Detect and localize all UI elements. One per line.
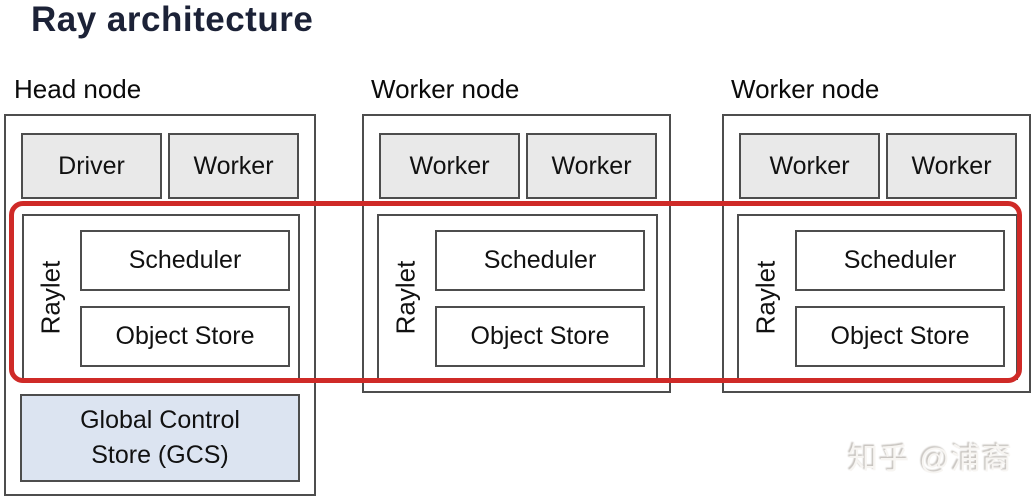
worker-node-1-box: Worker Worker Raylet Scheduler Object St…: [362, 114, 671, 393]
worker-process-box: Worker: [739, 133, 880, 199]
page-title: Ray architecture: [31, 0, 314, 39]
scheduler-box: Scheduler: [80, 230, 290, 291]
scheduler-box: Scheduler: [435, 230, 645, 291]
raylet-label-container: Raylet: [379, 216, 433, 378]
raylet-label: Raylet: [750, 260, 781, 334]
raylet-box: Raylet Scheduler Object Store: [377, 214, 658, 380]
raylet-label: Raylet: [35, 260, 66, 334]
raylet-label-container: Raylet: [24, 216, 78, 378]
worker-process-box: Worker: [886, 133, 1017, 199]
raylet-label-container: Raylet: [739, 216, 793, 378]
object-store-box: Object Store: [435, 306, 645, 367]
driver-process-box: Driver: [21, 133, 162, 199]
raylet-box: Raylet Scheduler Object Store: [22, 214, 300, 380]
worker-node-1-label: Worker node: [371, 74, 520, 104]
scheduler-box: Scheduler: [795, 230, 1005, 291]
raylet-box: Raylet Scheduler Object Store: [737, 214, 1018, 380]
worker-node-2-box: Worker Worker Raylet Scheduler Object St…: [722, 114, 1031, 393]
head-node-label: Head node: [14, 74, 142, 104]
object-store-box: Object Store: [80, 306, 290, 367]
worker-node-2-label: Worker node: [731, 74, 880, 104]
global-control-store-box: Global Control Store (GCS): [20, 394, 300, 482]
raylet-label: Raylet: [390, 260, 421, 334]
head-node-box: Driver Worker Raylet Scheduler Object St…: [4, 114, 316, 496]
worker-process-box: Worker: [168, 133, 299, 199]
zhihu-watermark: 知乎 @浦裔: [848, 443, 1013, 476]
worker-process-box: Worker: [526, 133, 657, 199]
worker-process-box: Worker: [379, 133, 520, 199]
object-store-box: Object Store: [795, 306, 1005, 367]
